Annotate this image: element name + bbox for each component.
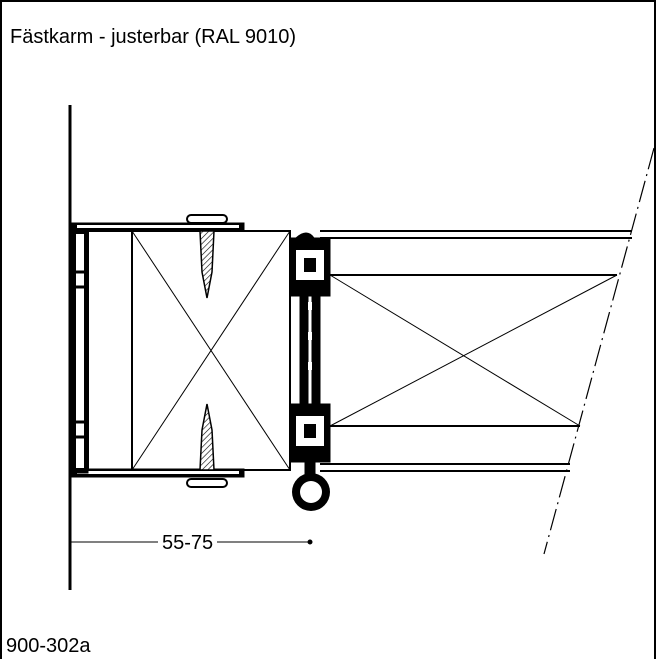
screw-bottom bbox=[186, 403, 228, 488]
door-leaf bbox=[320, 230, 632, 472]
drawing-title: Fästkarm - justerbar (RAL 9010) bbox=[10, 26, 297, 48]
break-line bbox=[543, 147, 655, 555]
dimension-label: 55-75 bbox=[158, 533, 218, 553]
screw-top bbox=[186, 214, 228, 299]
drawing-number: 900-302a bbox=[6, 635, 91, 657]
adjustable-profile bbox=[289, 232, 331, 475]
gasket-ring bbox=[292, 473, 330, 511]
frame-profile bbox=[71, 222, 245, 478]
